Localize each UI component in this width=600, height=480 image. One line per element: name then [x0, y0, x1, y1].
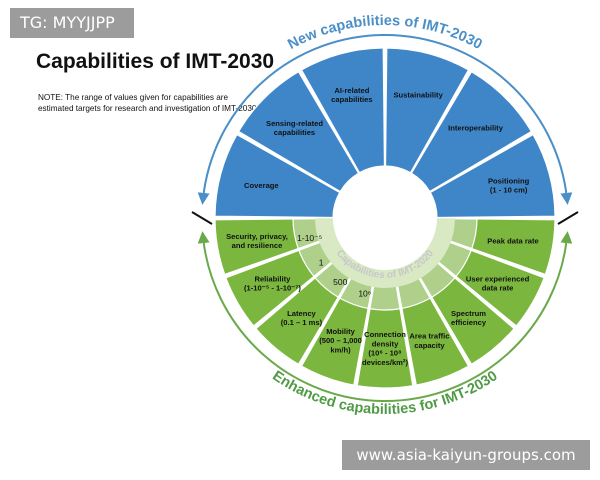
- imt2020-inner-ring: [292, 217, 478, 311]
- enhanced-capabilities-arc: [197, 231, 573, 402]
- divider-tick: [191, 211, 213, 225]
- imt2020-value: 10⁶: [358, 288, 371, 298]
- new-capability-label: Coverage: [244, 181, 279, 190]
- new-capability-label: Positioning(1 - 10 cm): [488, 176, 530, 194]
- new-capabilities-arc-label: New capabilities of IMT-2030: [285, 13, 484, 53]
- new-capabilities-arc: [197, 34, 573, 205]
- imt2020-value: 1-10⁻⁵: [297, 233, 322, 243]
- outer-arcs: [191, 34, 579, 402]
- new-capability-segment: [300, 47, 386, 174]
- imt2020-value: 1: [319, 258, 324, 268]
- new-capability-label: Interoperability: [448, 123, 504, 132]
- enhanced-capability-label: Latency(0.1 – 1 ms): [281, 309, 323, 327]
- divider-tick: [557, 211, 579, 225]
- new-capability-segment: [410, 70, 533, 193]
- note-text: NOTE: The range of values given for capa…: [38, 93, 259, 113]
- new-capability-segment: [429, 133, 556, 219]
- enhanced-capability-label: Reliability(1-10⁻⁵ - 1-10⁻⁷): [244, 274, 301, 292]
- new-capability-label: Sustainability: [393, 90, 443, 99]
- page-title: Capabilities of IMT-2030: [36, 50, 275, 73]
- enhanced-capability-label: Security, privacy,and resilience: [226, 232, 288, 250]
- new-capability-segment: [384, 47, 470, 174]
- new-capability-segment: [237, 70, 360, 193]
- imt2020-core-band: [315, 218, 455, 289]
- new-capability-segment: [214, 133, 341, 219]
- watermark-url: www.asia-kaiyun-groups.com: [342, 440, 590, 470]
- tag-badge: TG: MYYJJPP: [10, 8, 134, 38]
- enhanced-capability-label: Peak data rate: [487, 237, 539, 246]
- imt2020-value: 500: [333, 277, 347, 287]
